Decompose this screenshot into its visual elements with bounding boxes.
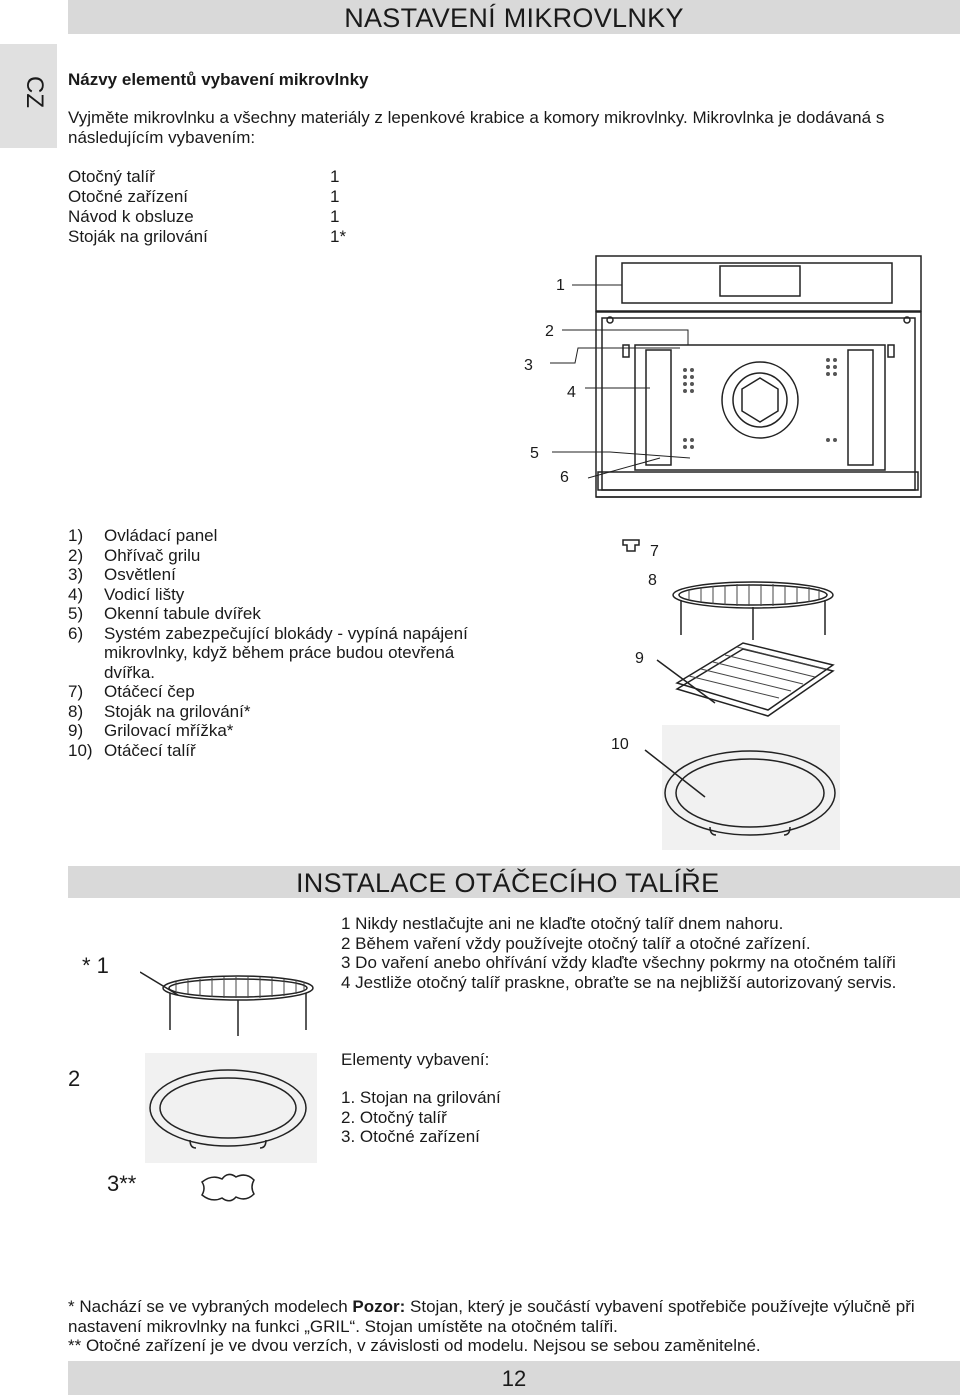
list-item: 2)Ohřívač grilu (68, 545, 201, 565)
footnote-line: ** Otočné zařízení je ve dvou verzích, v… (68, 1336, 761, 1355)
oven-label: 4 (567, 384, 576, 401)
accessory-label: 9 (635, 650, 644, 667)
list-item: 4)Vodicí lišty (68, 584, 185, 604)
list-item: 10)Otáčecí talíř (68, 740, 196, 760)
language-tab (0, 44, 57, 148)
language-code: CZ (21, 76, 48, 108)
list-item: 3. Otočné zařízení (341, 1127, 480, 1146)
figure-label: * 1 (82, 953, 109, 978)
section-bar (68, 866, 960, 898)
footnote-line: * Nachází se ve vybraných modelech Pozor… (68, 1297, 915, 1336)
list-item: 3 Do vaření anebo ohřívání vždy klaďte v… (341, 953, 896, 972)
elements-list: 1. Stojan na grilování 2. Otočný talíř 3… (341, 1088, 501, 1147)
accessories-diagram: 7 8 9 10 (611, 539, 840, 850)
footnote: * Nachází se ve vybraných modelech Pozor… (68, 1297, 948, 1356)
section-title: INSTALACE OTÁČECÍHO TALÍŘE (296, 868, 720, 898)
parts-list: 1)Ovládací panel 2)Ohřívač grilu 3)Osvět… (68, 526, 508, 760)
oven-label: 5 (530, 445, 539, 462)
list-item: 7)Otáčecí čep (68, 682, 195, 701)
section-title: Názvy elementů vybavení mikrovlnky (68, 70, 369, 89)
list-item: 1)Ovládací panel (68, 526, 218, 545)
page-number: 12 (501, 1366, 527, 1391)
list-item: 3)Osvětlení (68, 565, 176, 584)
oven-diagram: 1 2 3 4 5 6 (524, 255, 922, 498)
list-item: 2 Během vaření vždy používejte otočný ta… (341, 933, 811, 953)
accessory-label: 8 (648, 572, 657, 589)
list-item: 9)Grilovací mřížka* (68, 721, 234, 740)
header-bar (68, 0, 960, 34)
figure-label: 3** (107, 1171, 137, 1196)
elements-heading: Elementy vybavení: (341, 1050, 490, 1069)
installation-diagram (140, 971, 317, 1202)
list-item: 4 Jestliže otočný talíř praskne, obraťte… (341, 972, 897, 992)
list-item: 6)Systém zabezpečující blokády - vypíná … (68, 623, 468, 682)
intro-text: Vyjměte mikrovlnku a všechny materiály z… (68, 108, 885, 147)
figure-label: 2 (68, 1066, 81, 1091)
oven-label: 2 (545, 323, 554, 340)
oven-label: 6 (560, 469, 569, 486)
list-item: 1 Nikdy nestlačujte ani ne klaďte otočný… (341, 914, 784, 933)
page-number-bar (68, 1361, 960, 1395)
accessory-label: 7 (650, 543, 659, 560)
list-item: 5)Okenní tabule dvířek (68, 604, 261, 623)
page-title: NASTAVENÍ MIKROVLNKY (344, 3, 684, 33)
accessory-label: 10 (611, 736, 629, 753)
oven-label: 1 (556, 277, 565, 294)
list-item: 8)Stoják na grilování* (68, 701, 251, 721)
list-item: 1. Stojan na grilování (341, 1088, 501, 1107)
oven-label: 3 (524, 357, 533, 374)
list-item: 2. Otočný talíř (341, 1107, 447, 1127)
installation-steps: 1 Nikdy nestlačujte ani ne klaďte otočný… (341, 914, 941, 992)
